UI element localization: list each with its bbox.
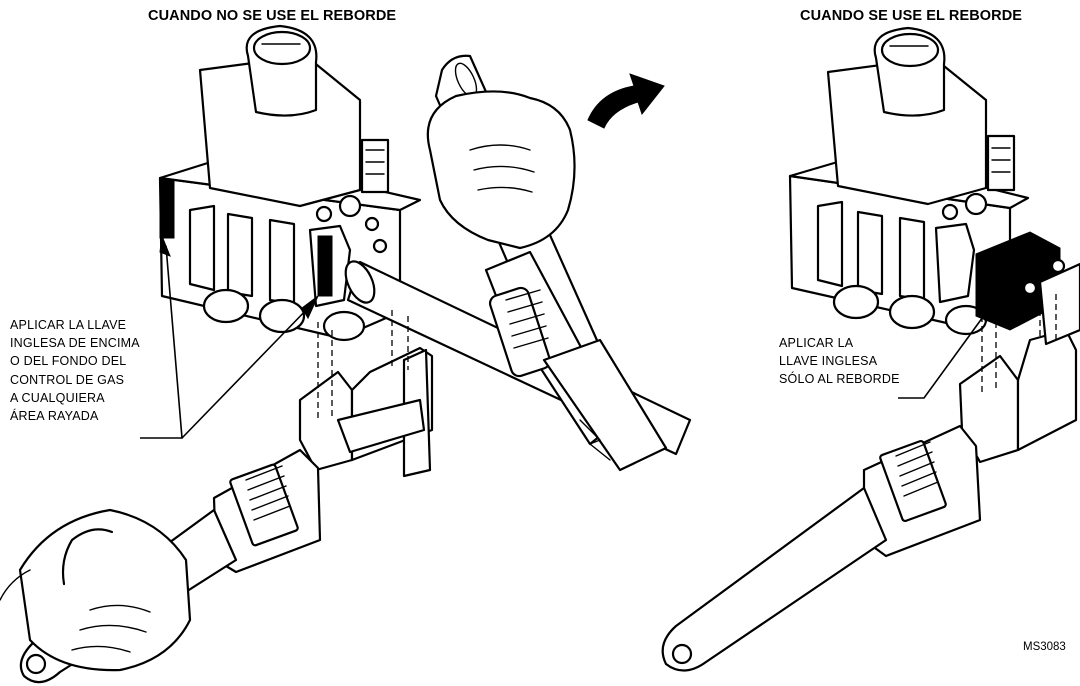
right-pipe	[1038, 262, 1080, 346]
right-illustration	[661, 26, 1080, 672]
right-leader-line	[898, 300, 996, 399]
left-hatched-zone	[159, 179, 175, 239]
rotation-arrow-icon	[587, 73, 665, 129]
left-panel-title: CUANDO NO SE USE EL REBORDE	[148, 8, 397, 24]
left-gas-control	[158, 24, 422, 342]
right-dashed-guides	[981, 294, 1057, 392]
right-hatched-zone	[317, 235, 333, 297]
left-panel-caption: APLICAR LA LLAVE INGLESA DE ENCIMA O DEL…	[10, 318, 140, 424]
left-illustration	[0, 24, 692, 684]
figure-code: MS3083	[1023, 641, 1066, 653]
right-wrench	[661, 328, 1078, 672]
right-panel-title: CUANDO SE USE EL REBORDE	[800, 8, 1023, 24]
left-hand-top	[426, 90, 576, 250]
left-leader-lines	[140, 235, 319, 439]
left-dashed-guides	[317, 310, 409, 420]
left-hand-bottom	[0, 508, 192, 672]
right-panel-caption: APLICAR LA LLAVE INGLESA SÓLO AL REBORDE	[779, 336, 900, 387]
right-gas-control	[788, 26, 1066, 336]
